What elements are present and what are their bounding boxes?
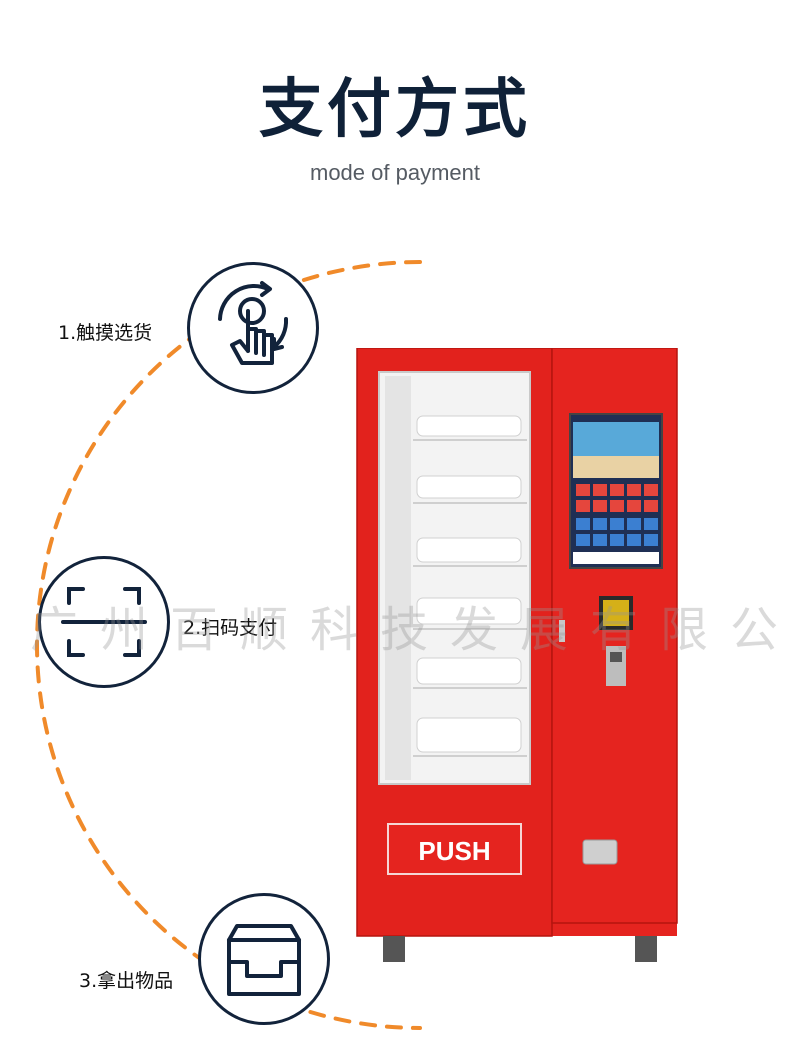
step-scan-label: 2.扫码支付 [183,617,278,639]
watermark: 广州百顺科技发展有限公司 [30,602,790,658]
step-pickup-circle [198,893,330,1025]
shelves [413,439,527,757]
step-pickup-label: 3.拿出物品 [79,970,174,992]
step-scan-circle [38,556,170,688]
push-label: PUSH [418,836,491,866]
page-subtitle: mode of payment [310,160,480,185]
vending-machine [356,348,678,962]
step-touch-circle [187,262,319,394]
page-title: 支付方式 [259,73,531,147]
scan-frame-icon [61,587,147,657]
step-touch-label: 1.触摸选货 [58,322,153,344]
touch-hand-icon [218,281,289,365]
pickup-tray-icon [227,924,301,996]
